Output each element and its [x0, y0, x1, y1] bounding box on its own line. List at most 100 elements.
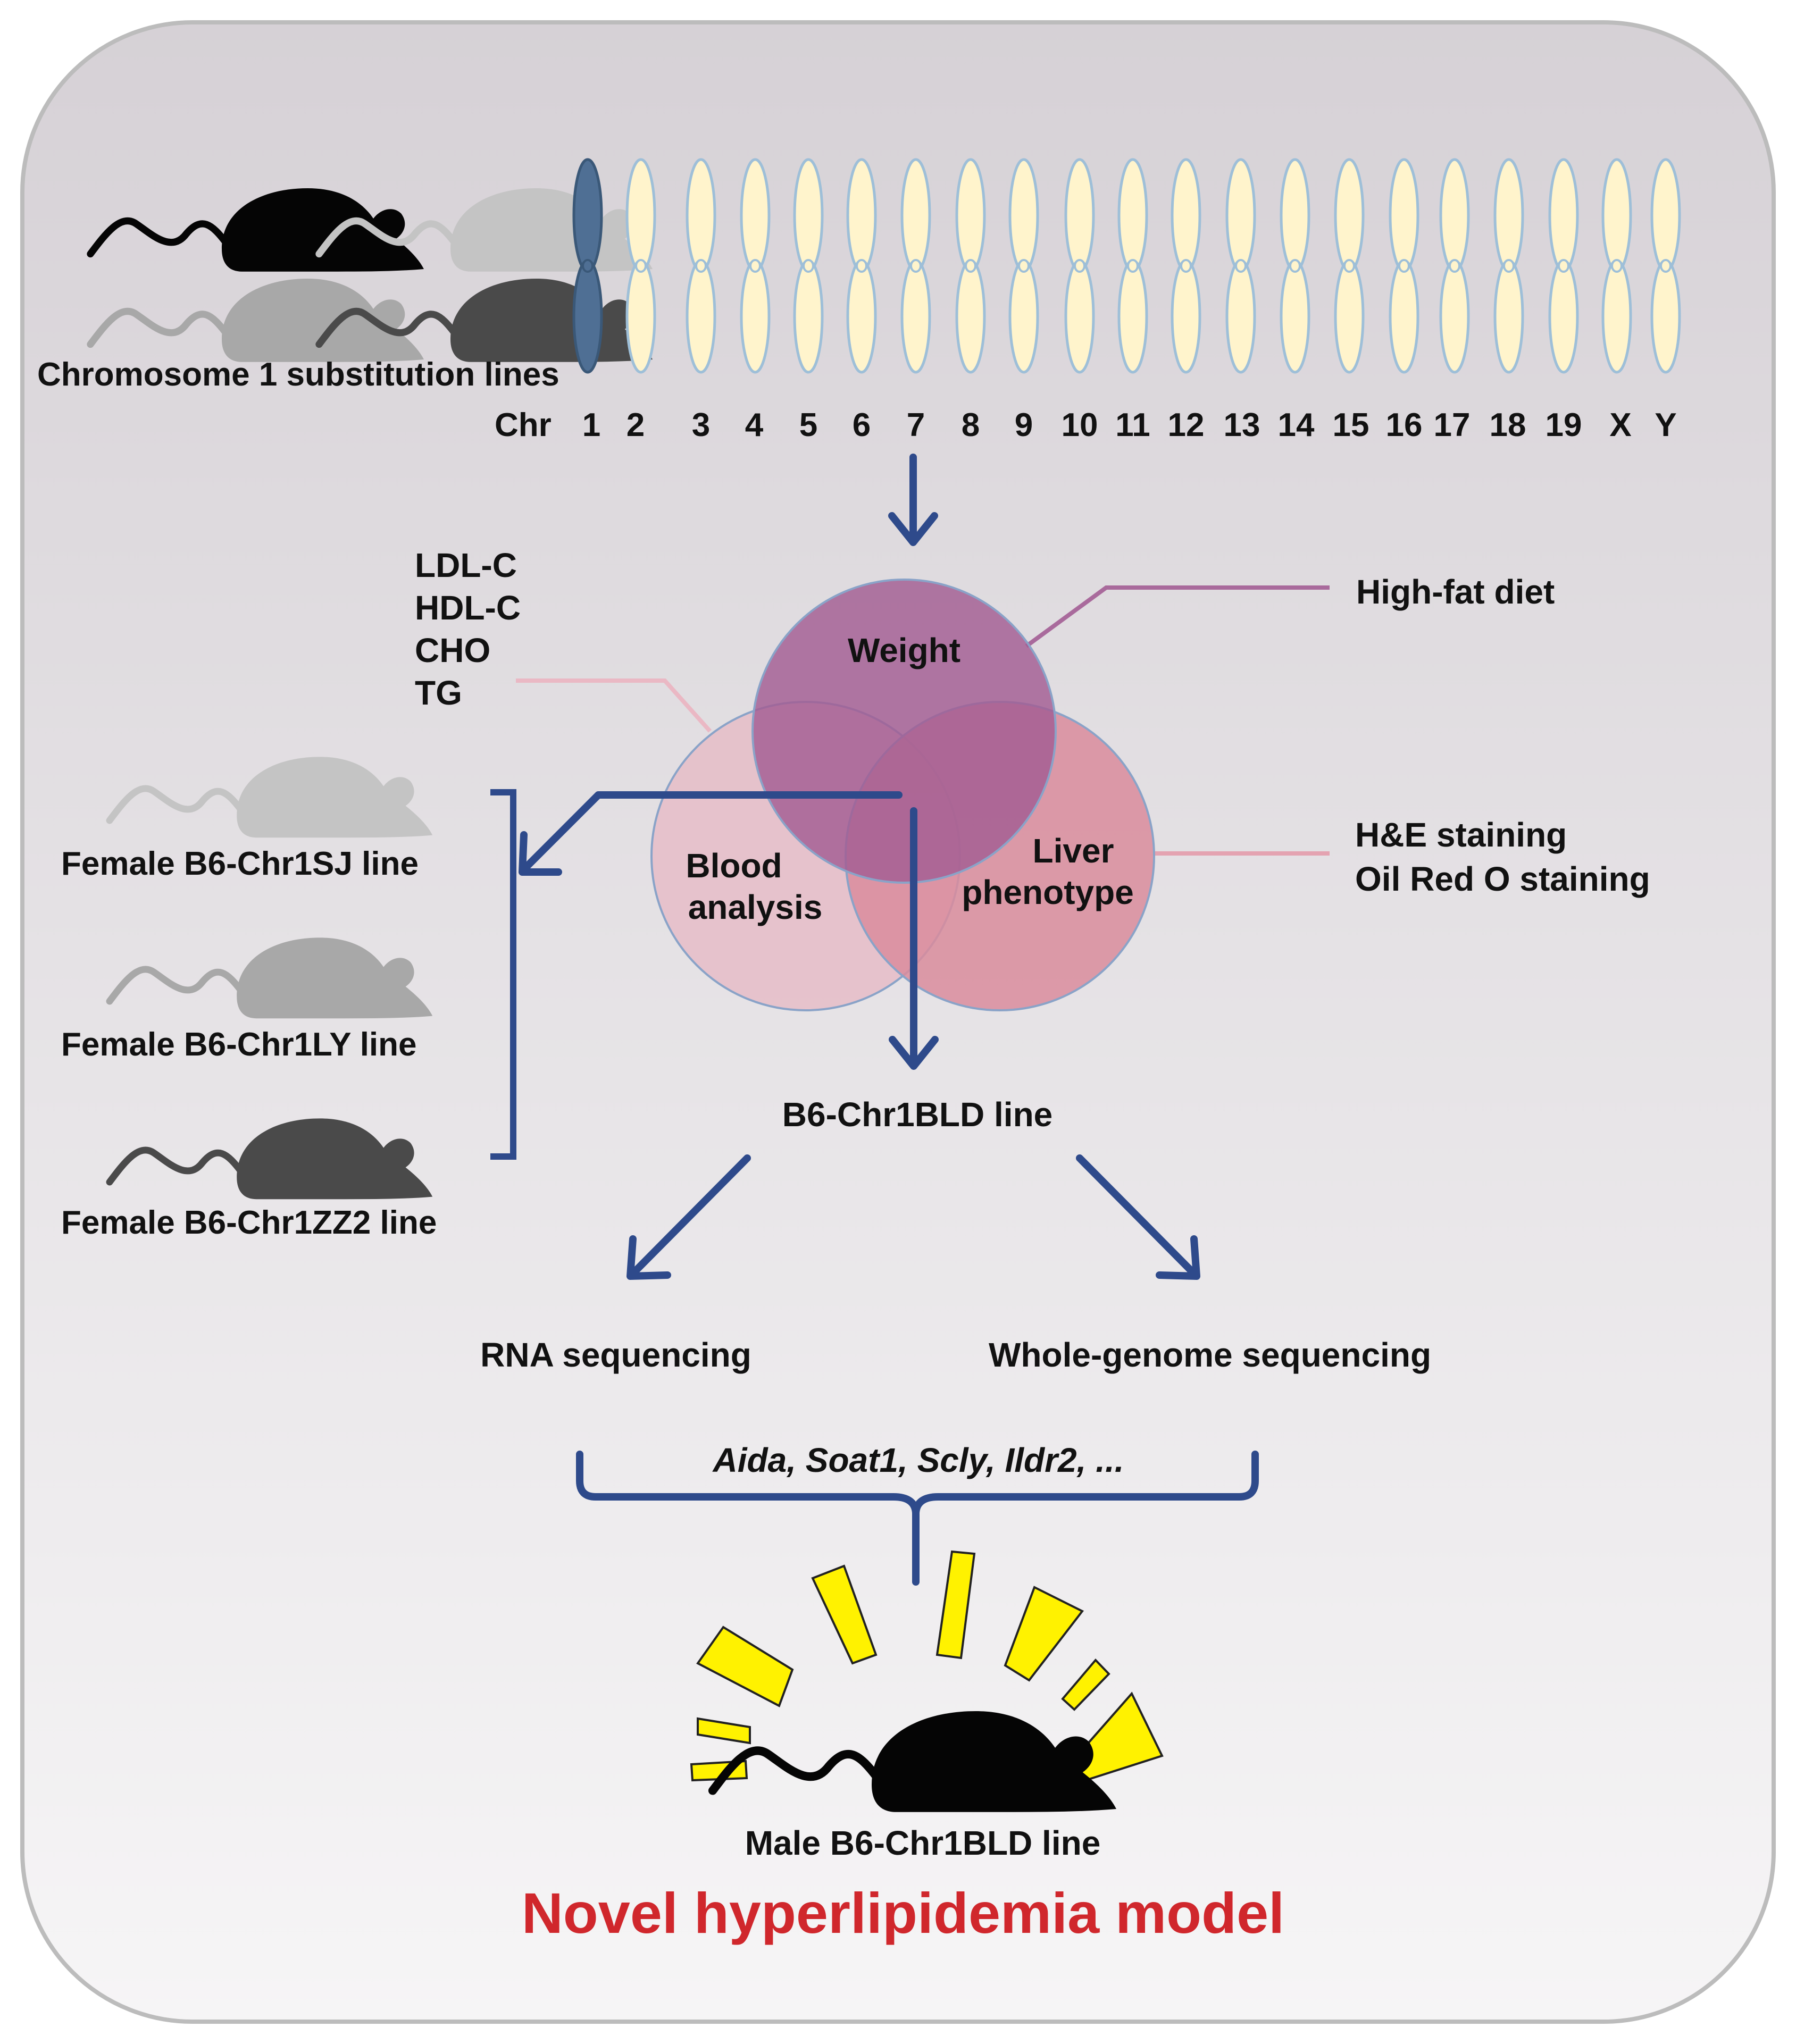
blood-param-tg: TG — [415, 674, 462, 712]
chromosome-arm-top — [1225, 158, 1256, 273]
highlight-rays — [690, 1550, 1164, 1783]
chromosome-16 — [1389, 158, 1419, 374]
centromere — [965, 259, 976, 273]
chromosome-arm-bottom — [793, 259, 824, 374]
arrow-head — [519, 831, 562, 876]
model-title: Novel hyperlipidemia model — [522, 1881, 1284, 1945]
centromere — [803, 259, 814, 273]
chromosome-number-label: 13 — [1224, 407, 1260, 443]
chromosome-arm-top — [846, 158, 877, 273]
chromosome-number-label: 15 — [1333, 407, 1369, 443]
centromere — [749, 259, 761, 273]
centromere — [1343, 259, 1355, 273]
highlight-ray — [697, 1717, 751, 1745]
liver-method-oil-red: Oil Red O staining — [1355, 860, 1650, 898]
chromosome-10 — [1064, 158, 1095, 374]
chromosome-set — [572, 158, 1681, 374]
centromere — [1289, 259, 1301, 273]
chromosome-number-label: 9 — [1015, 407, 1033, 443]
chromosome-arm-top — [1601, 158, 1632, 273]
chromosome-arm-bottom — [846, 259, 877, 374]
chromosome-19 — [1548, 158, 1579, 374]
chromosome-number-label: 5 — [799, 407, 817, 443]
chromosome-number-label: 1 — [582, 407, 600, 443]
chromosome-number-label: 7 — [907, 407, 925, 443]
chromosome-18 — [1493, 158, 1524, 374]
venn-label-liver-line2: phenotype — [962, 873, 1134, 911]
chromosome-number-label: 17 — [1434, 407, 1471, 443]
chromosome-arm-top — [1439, 158, 1470, 273]
chromosome-arm-bottom — [572, 259, 603, 374]
chromosome-arm-bottom — [955, 259, 986, 374]
male-line-label: Male B6-Chr1BLD line — [745, 1824, 1101, 1862]
highlight-ray — [696, 1626, 794, 1707]
centromere — [635, 259, 647, 273]
chromosome-arm-bottom — [625, 259, 656, 374]
chromosome-arm-top — [1548, 158, 1579, 273]
substitution-lines-label: Chromosome 1 substitution lines — [37, 356, 559, 393]
blood-param-cho: CHO — [415, 631, 490, 669]
centromere — [1558, 259, 1569, 273]
arrow-head — [889, 1036, 939, 1070]
wgs-label: Whole-genome sequencing — [989, 1336, 1431, 1374]
female-line-ly: Female B6-Chr1LY line — [61, 1026, 417, 1063]
chromosome-number-label: 11 — [1115, 407, 1150, 443]
centromere — [582, 259, 594, 273]
chromosome-arm-top — [1280, 158, 1310, 273]
centromere — [1503, 259, 1515, 273]
chromosome-number-label: 18 — [1490, 407, 1526, 443]
centromere — [1180, 259, 1192, 273]
centromere — [1074, 259, 1085, 273]
chromosome-number-label: 4 — [745, 407, 764, 443]
chromosome-number-label: X — [1609, 407, 1631, 443]
chromosome-arm-bottom — [686, 259, 716, 374]
chromosome-number-label: 6 — [853, 407, 871, 443]
chromosome-number-label: 19 — [1546, 407, 1582, 443]
female-line-zz2: Female B6-Chr1ZZ2 line — [61, 1204, 437, 1241]
arrow-head — [1156, 1235, 1200, 1280]
chromosome-arm-bottom — [1334, 259, 1365, 374]
chromosome-arm-bottom — [1650, 259, 1681, 374]
chromosome-3 — [686, 158, 716, 374]
chromosome-number-label: 2 — [626, 407, 645, 443]
chromosome-number-label: 8 — [962, 407, 980, 443]
chromosome-12 — [1171, 158, 1201, 374]
chromosome-arm-bottom — [1439, 259, 1470, 374]
chromosome-arm-top — [740, 158, 771, 273]
chromosome-1 — [572, 158, 603, 374]
chromosome-11 — [1117, 158, 1148, 374]
centromere — [1398, 259, 1410, 273]
chromosome-arm-bottom — [1601, 259, 1632, 374]
chromosome-arm-bottom — [1008, 259, 1039, 374]
chromosome-arm-bottom — [900, 259, 931, 374]
blood-param-hdl: HDL-C — [415, 589, 521, 627]
chromosome-15 — [1334, 158, 1365, 374]
chromosome-arm-bottom — [1389, 259, 1419, 374]
arrow-to-female-lines — [520, 791, 903, 873]
genes-brace — [576, 1451, 1259, 1586]
chromosome-number-label: 3 — [692, 407, 710, 443]
background-panel — [20, 20, 1776, 2024]
chromosome-number-label: 10 — [1062, 407, 1098, 443]
chromosome-Y — [1650, 158, 1681, 374]
centromere — [695, 259, 707, 273]
chromosome-13 — [1225, 158, 1256, 374]
female-line-sj: Female B6-Chr1SJ line — [61, 845, 419, 882]
chromosome-arm-top — [686, 158, 716, 273]
chromosome-arm-bottom — [1493, 259, 1524, 374]
highlight-ray — [811, 1564, 878, 1665]
chromosome-5 — [793, 158, 824, 374]
high-fat-connector — [1025, 585, 1330, 648]
chromosome-number-label: Y — [1655, 407, 1676, 443]
female-lines-bracket — [490, 789, 516, 1160]
chromosome-arm-bottom — [1280, 259, 1310, 374]
chromosome-arm-bottom — [1225, 259, 1256, 374]
highlight-ray — [1061, 1658, 1110, 1711]
venn-label-blood-line1: Blood — [686, 847, 782, 885]
liver-method-he: H&E staining — [1355, 816, 1567, 854]
chromosome-17 — [1439, 158, 1470, 374]
centromere — [856, 259, 867, 273]
chromosome-6 — [846, 158, 877, 374]
chromosome-arm-top — [1334, 158, 1365, 273]
chromosome-arm-bottom — [740, 259, 771, 374]
